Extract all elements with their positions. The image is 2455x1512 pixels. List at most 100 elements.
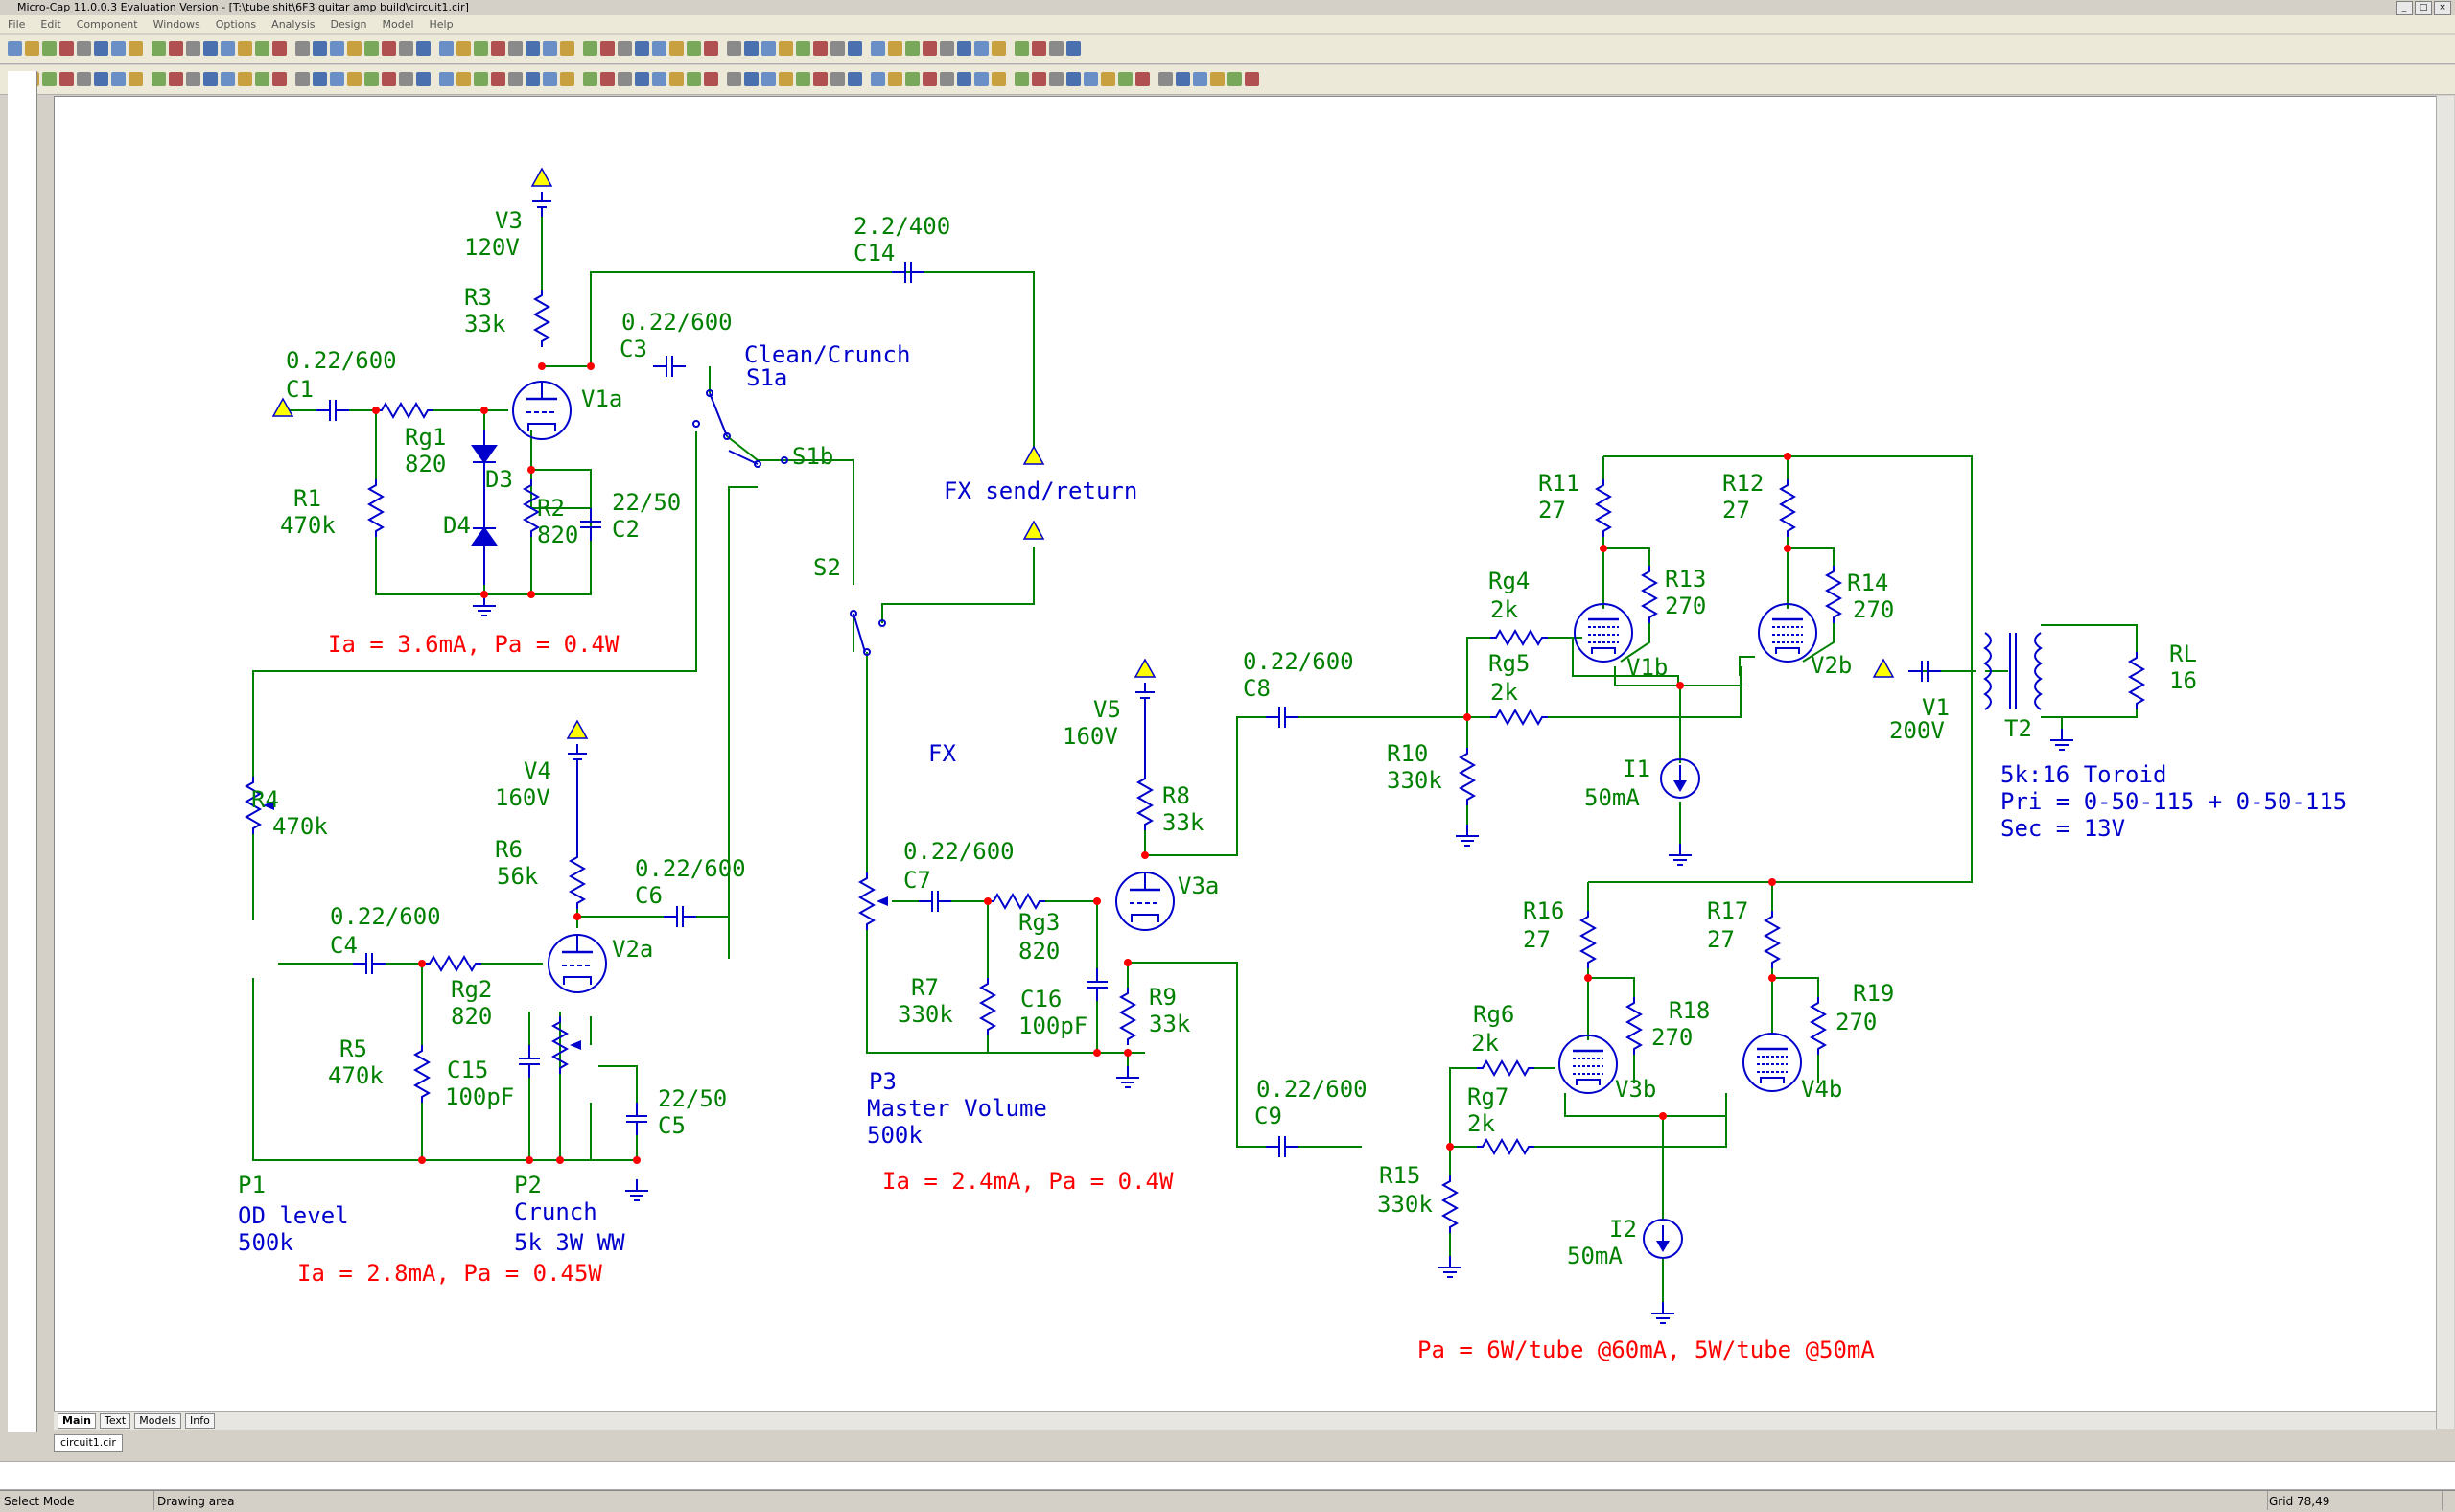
component-panel[interactable] [8, 71, 37, 1432]
toolbar2-button-45[interactable] [796, 72, 810, 86]
menu-help[interactable]: Help [429, 17, 454, 31]
toolbar2-button-23[interactable] [399, 72, 413, 86]
toolbar1-button-29[interactable] [508, 41, 523, 56]
toolbar1-button-34[interactable] [600, 41, 615, 56]
toolbar2-button-42[interactable] [744, 72, 759, 86]
toolbar1-button-37[interactable] [652, 41, 666, 56]
document-tab[interactable]: circuit1.cir [54, 1434, 123, 1452]
toolbar2-button-9[interactable] [152, 72, 166, 86]
toolbar1-button-52[interactable] [923, 41, 937, 56]
toolbar2-button-5[interactable] [77, 72, 91, 86]
toolbar1-button-20[interactable] [347, 41, 362, 56]
toolbar2-button-64[interactable] [1135, 72, 1150, 86]
toolbar2-button-44[interactable] [779, 72, 793, 86]
toolbar1-button-24[interactable] [416, 41, 431, 56]
toolbar1-button-26[interactable] [456, 41, 471, 56]
tab-models[interactable]: Models [134, 1413, 181, 1429]
toolbar2-button-35[interactable] [618, 72, 632, 86]
toolbar1-button-13[interactable] [221, 41, 235, 56]
toolbar1-button-48[interactable] [848, 41, 862, 56]
toolbar1-button-46[interactable] [813, 41, 828, 56]
toolbar1-button-7[interactable] [111, 41, 126, 56]
schematic-canvas[interactable] [54, 96, 2438, 1415]
toolbar2-button-10[interactable] [169, 72, 183, 86]
toolbar1-button-16[interactable] [272, 41, 287, 56]
toolbar1-button-60[interactable] [1066, 41, 1081, 56]
toolbar2-button-13[interactable] [221, 72, 235, 86]
toolbar2-button-62[interactable] [1101, 72, 1115, 86]
toolbar1-button-2[interactable] [25, 41, 39, 56]
menu-design[interactable]: Design [330, 17, 367, 31]
toolbar2-button-12[interactable] [203, 72, 218, 86]
toolbar1-button-49[interactable] [871, 41, 885, 56]
toolbar1-button-9[interactable] [152, 41, 166, 56]
maximize-button[interactable]: □ [2415, 1, 2432, 15]
toolbar2-button-28[interactable] [491, 72, 505, 86]
toolbar1-button-5[interactable] [77, 41, 91, 56]
toolbar1-button-17[interactable] [295, 41, 310, 56]
toolbar2-button-19[interactable] [330, 72, 344, 86]
horizontal-scrollbar[interactable] [54, 1411, 2436, 1430]
toolbar2-button-63[interactable] [1118, 72, 1133, 86]
toolbar2-button-60[interactable] [1066, 72, 1081, 86]
toolbar1-button-4[interactable] [59, 41, 74, 56]
toolbar1-button-3[interactable] [42, 41, 57, 56]
toolbar2-button-43[interactable] [761, 72, 776, 86]
toolbar2-button-48[interactable] [848, 72, 862, 86]
toolbar1-button-25[interactable] [439, 41, 454, 56]
toolbar2-button-58[interactable] [1032, 72, 1046, 86]
toolbar2-button-18[interactable] [313, 72, 327, 86]
toolbar1-button-6[interactable] [94, 41, 108, 56]
toolbar2-button-7[interactable] [111, 72, 126, 86]
toolbar2-button-36[interactable] [635, 72, 649, 86]
toolbar2-button-4[interactable] [59, 72, 74, 86]
toolbar2-button-8[interactable] [129, 72, 143, 86]
toolbar2-button-3[interactable] [42, 72, 57, 86]
toolbar2-button-51[interactable] [905, 72, 920, 86]
command-line[interactable] [0, 1461, 2455, 1490]
menu-model[interactable]: Model [382, 17, 414, 31]
toolbar2-button-15[interactable] [255, 72, 269, 86]
toolbar1-button-41[interactable] [727, 41, 741, 56]
toolbar2-button-30[interactable] [526, 72, 540, 86]
menu-file[interactable]: File [8, 17, 26, 31]
menu-component[interactable]: Component [76, 17, 138, 31]
toolbar2-button-39[interactable] [687, 72, 701, 86]
toolbar1-button-56[interactable] [992, 41, 1006, 56]
toolbar1-button-59[interactable] [1049, 41, 1064, 56]
toolbar1-button-40[interactable] [704, 41, 718, 56]
toolbar1-button-28[interactable] [491, 41, 505, 56]
toolbar1-button-21[interactable] [364, 41, 379, 56]
toolbar2-button-24[interactable] [416, 72, 431, 86]
vertical-scrollbar[interactable] [2436, 96, 2454, 1429]
toolbar2-button-27[interactable] [474, 72, 488, 86]
toolbar1-button-11[interactable] [186, 41, 200, 56]
toolbar2-button-37[interactable] [652, 72, 666, 86]
toolbar1-button-32[interactable] [560, 41, 574, 56]
toolbar2-button-29[interactable] [508, 72, 523, 86]
toolbar1-button-39[interactable] [687, 41, 701, 56]
menu-edit[interactable]: Edit [40, 17, 61, 31]
toolbar2-button-38[interactable] [669, 72, 684, 86]
toolbar1-button-51[interactable] [905, 41, 920, 56]
toolbar1-button-14[interactable] [238, 41, 252, 56]
toolbar2-button-25[interactable] [439, 72, 454, 86]
toolbar2-button-50[interactable] [888, 72, 902, 86]
toolbar1-button-42[interactable] [744, 41, 759, 56]
toolbar1-button-45[interactable] [796, 41, 810, 56]
toolbar2-button-32[interactable] [560, 72, 574, 86]
toolbar1-button-23[interactable] [399, 41, 413, 56]
toolbar2-button-26[interactable] [456, 72, 471, 86]
toolbar2-button-57[interactable] [1015, 72, 1029, 86]
toolbar2-button-68[interactable] [1210, 72, 1225, 86]
toolbar1-button-47[interactable] [830, 41, 845, 56]
toolbar2-button-54[interactable] [957, 72, 971, 86]
toolbar2-button-52[interactable] [923, 72, 937, 86]
toolbar2-button-59[interactable] [1049, 72, 1064, 86]
toolbar2-button-34[interactable] [600, 72, 615, 86]
toolbar2-button-14[interactable] [238, 72, 252, 86]
toolbar1-button-31[interactable] [543, 41, 557, 56]
toolbar1-button-36[interactable] [635, 41, 649, 56]
toolbar1-button-1[interactable] [8, 41, 22, 56]
toolbar1-button-27[interactable] [474, 41, 488, 56]
